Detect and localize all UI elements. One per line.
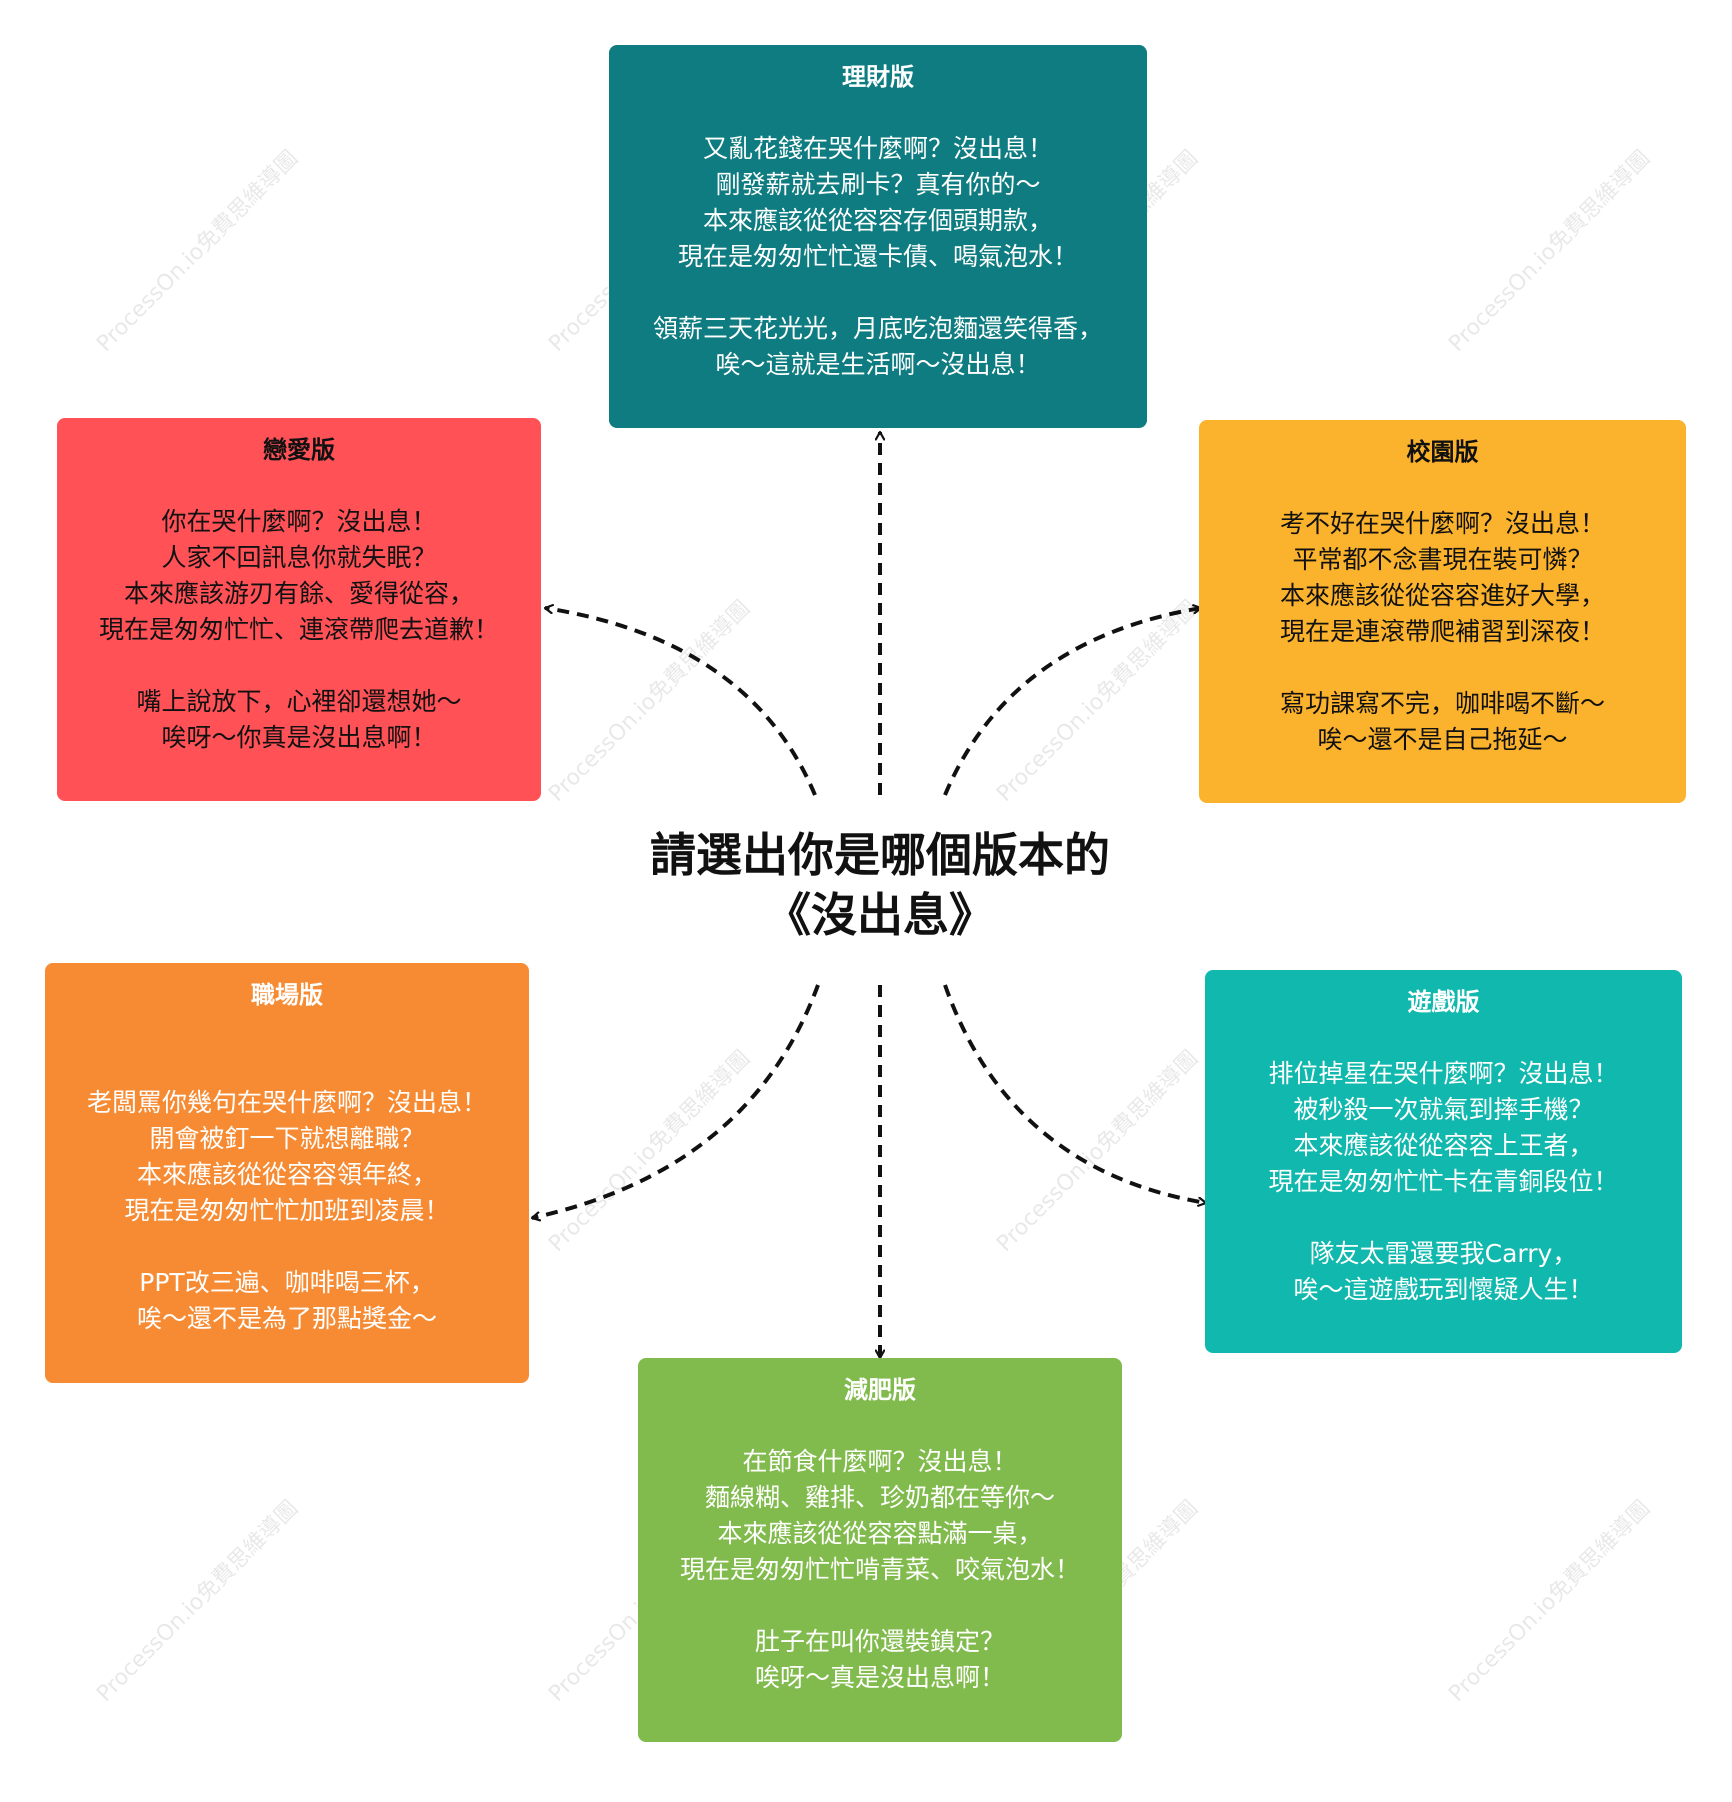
card-line: 本來應該從從容容點滿一桌，: [717, 1519, 1043, 1548]
card-line: 平常都不念書現在裝可憐？: [1292, 545, 1593, 574]
card-line: 寫功課寫不完，咖啡喝不斷～: [1279, 689, 1605, 718]
card-line: 麵線糊、雞排、珍奶都在等你～: [704, 1483, 1055, 1512]
card-line: 本來應該從從容容存個頭期款，: [702, 206, 1053, 235]
card-line: 又亂花錢在哭什麼啊？沒出息！: [702, 134, 1053, 163]
card-line: 現在是匆匆忙忙、連滾帶爬去道歉！: [98, 615, 499, 644]
card-line: 嘴上說放下，心裡卻還想她～: [136, 687, 462, 716]
card-line: 本來應該從從容容領年終，: [136, 1160, 437, 1189]
card-line: 本來應該從從容容上王者，: [1293, 1131, 1594, 1160]
card-line: 肚子在叫你還裝鎮定？: [754, 1627, 1005, 1656]
card-line: PPT改三遍、咖啡喝三杯，: [139, 1268, 435, 1297]
card-line: 唉～這就是生活啊～沒出息！: [715, 350, 1041, 379]
card-title-love: 戀愛版: [263, 436, 335, 464]
card-campus[interactable]: 校園版 考不好在哭什麼啊？沒出息！ 平常都不念書現在裝可憐？ 本來應該從從容容進…: [1199, 420, 1686, 803]
connector-to-love: [545, 608, 817, 796]
card-line: 唉～這遊戲玩到懷疑人生！: [1293, 1275, 1594, 1304]
card-title-finance: 理財版: [842, 63, 914, 91]
card-diet[interactable]: 減肥版 在節食什麼啊？沒出息！ 麵線糊、雞排、珍奶都在等你～ 本來應該從從容容點…: [638, 1358, 1122, 1742]
card-line: 在節食什麼啊？沒出息！: [742, 1447, 1018, 1476]
card-line: 唉呀～真是沒出息啊！: [754, 1663, 1005, 1692]
central-topic-line1: 請選出你是哪個版本的: [650, 828, 1110, 882]
card-line: 現在是匆匆忙忙卡在青銅段位！: [1268, 1167, 1619, 1196]
central-topic[interactable]: 請選出你是哪個版本的 《沒出息》: [560, 825, 1200, 945]
card-line: 被秒殺一次就氣到摔手機？: [1293, 1095, 1594, 1124]
card-line: 隊友太雷還要我Carry，: [1309, 1239, 1578, 1268]
connector-to-workplace: [532, 984, 820, 1218]
card-line: 唉～還不是為了那點獎金～: [136, 1304, 437, 1333]
connector-to-campus: [943, 608, 1201, 796]
card-line: 唉～還不是自己拖延～: [1317, 725, 1568, 754]
card-love[interactable]: 戀愛版 你在哭什麼啊？沒出息！ 人家不回訊息你就失眠？ 本來應該游刃有餘、愛得從…: [57, 418, 541, 801]
card-line: 你在哭什麼啊？沒出息！: [161, 507, 437, 536]
card-line: 現在是匆匆忙忙還卡債、喝氣泡水！: [677, 242, 1078, 271]
card-workplace[interactable]: 職場版 老闆罵你幾句在哭什麼啊？沒出息！ 開會被釘一下就想離職？ 本來應該從從容…: [45, 963, 529, 1383]
card-line: 人家不回訊息你就失眠？: [161, 543, 437, 572]
card-line: 本來應該從從容容進好大學，: [1279, 581, 1605, 610]
card-title-diet: 減肥版: [844, 1376, 916, 1404]
card-line: 現在是匆匆忙忙啃青菜、咬氣泡水！: [679, 1555, 1080, 1584]
card-line: 唉呀～你真是沒出息啊！: [161, 723, 437, 752]
card-title-campus: 校園版: [1406, 438, 1479, 466]
central-topic-line2: 《沒出息》: [765, 888, 995, 942]
card-line: 現在是連滾帶爬補習到深夜！: [1279, 617, 1605, 646]
card-gaming[interactable]: 遊戲版 排位掉星在哭什麼啊？沒出息！ 被秒殺一次就氣到摔手機？ 本來應該從從容容…: [1205, 970, 1682, 1353]
card-line: 領薪三天花光光，月底吃泡麵還笑得香，: [652, 314, 1103, 343]
connector-to-gaming: [943, 984, 1206, 1203]
card-line: 本來應該游刃有餘、愛得從容，: [123, 579, 474, 608]
card-line: 老闆罵你幾句在哭什麼啊？沒出息！: [86, 1088, 487, 1117]
card-title-gaming: 遊戲版: [1407, 988, 1480, 1016]
card-line: 考不好在哭什麼啊？沒出息！: [1279, 509, 1605, 538]
card-line: 剛發薪就去刷卡？真有你的～: [715, 170, 1041, 199]
card-finance[interactable]: 理財版 又亂花錢在哭什麼啊？沒出息！ 剛發薪就去刷卡？真有你的～ 本來應該從從容…: [609, 45, 1147, 428]
card-title-workplace: 職場版: [251, 981, 323, 1009]
card-line: 開會被釘一下就想離職？: [149, 1124, 425, 1153]
card-line: 現在是匆匆忙忙加班到凌晨！: [124, 1196, 450, 1225]
card-line: 排位掉星在哭什麼啊？沒出息！: [1268, 1059, 1619, 1088]
